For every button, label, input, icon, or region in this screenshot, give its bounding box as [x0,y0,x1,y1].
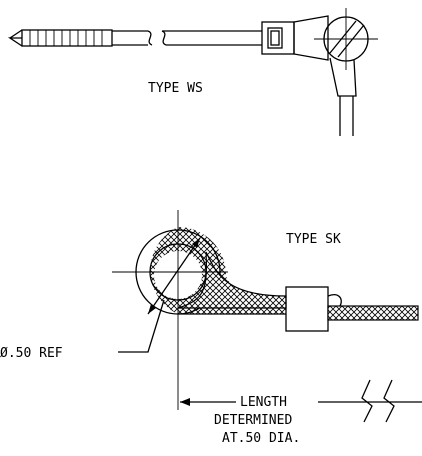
length-label-line1: LENGTH [240,395,287,410]
sk-cable-loop [150,227,286,314]
type-sk-assembly: TYPE SK Ø.50 REF [0,210,422,446]
type-sk-label: TYPE SK [286,232,341,247]
ws-fitting [261,15,329,61]
diameter-ref-label: Ø.50 REF [0,346,63,361]
diameter-dimension [118,237,201,353]
length-label-line3: AT.50 DIA. [222,431,300,446]
type-ws-label: TYPE WS [148,81,203,96]
length-label-line2: DETERMINED [214,413,292,428]
sk-ferrule [285,286,329,332]
ws-sensor-head [314,8,378,136]
ws-threaded-tip [7,29,113,47]
ws-sheath [112,30,262,46]
type-ws-assembly: TYPE WS [7,8,378,136]
length-dimension [180,379,422,423]
sk-cable-tail [327,305,419,321]
